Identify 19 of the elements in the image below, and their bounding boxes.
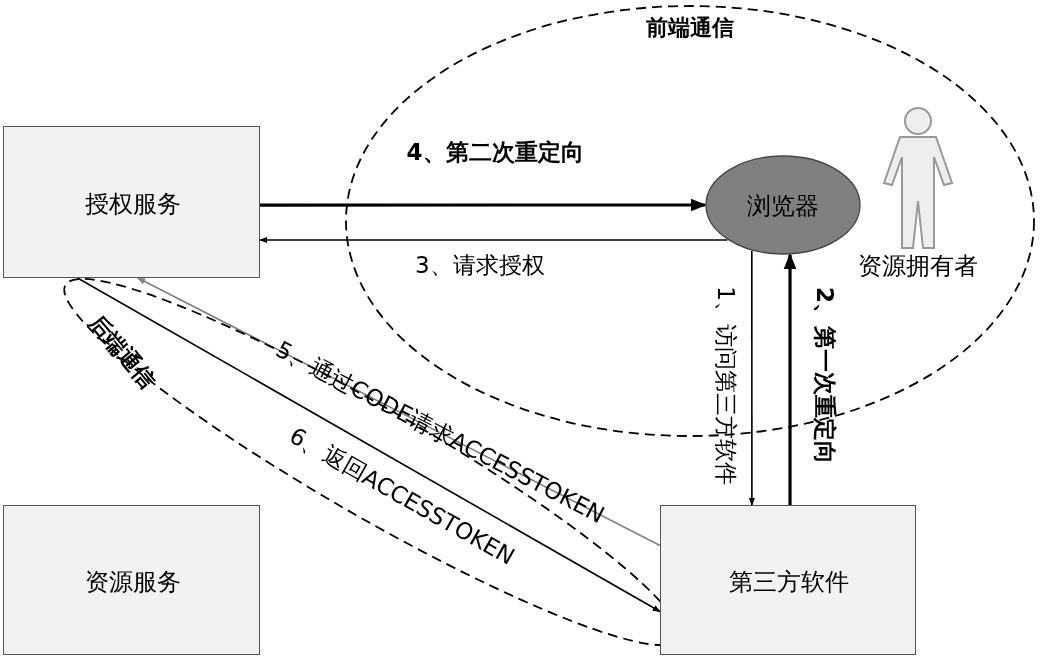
arrow xyxy=(259,236,729,244)
person-label: 资源拥有者 xyxy=(856,251,979,282)
process-box xyxy=(3,505,260,655)
edge-label: 1、访问第三方软件 xyxy=(711,285,740,485)
process-box xyxy=(660,505,916,655)
arrow xyxy=(260,198,707,212)
node-label: 浏览器 xyxy=(746,191,820,222)
edge-label: 4、第二次重定向 xyxy=(406,137,584,167)
arrow xyxy=(137,277,661,547)
edge-label: 2、第一次重定向 xyxy=(810,286,839,464)
arrow xyxy=(783,253,797,505)
arrow xyxy=(748,250,756,506)
process-box xyxy=(3,126,260,278)
region-label: 后端通信 xyxy=(83,308,162,396)
node-label: 资源服务 xyxy=(83,567,182,598)
node-label: 授权服务 xyxy=(83,189,182,220)
edge-label: 3、请求授权 xyxy=(415,250,545,280)
node-label: 第三方软件 xyxy=(728,567,850,598)
region-label: 前端通信 xyxy=(645,14,735,42)
